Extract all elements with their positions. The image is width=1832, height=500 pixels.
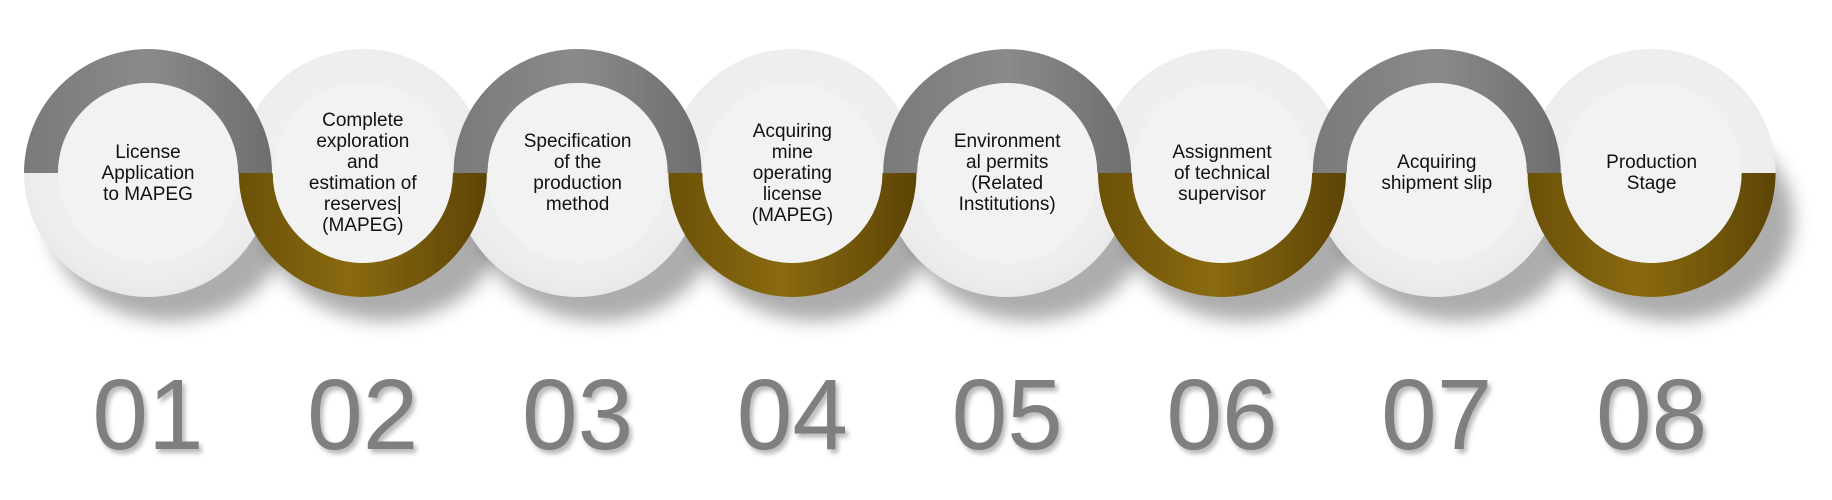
step-inner-disc [487, 83, 668, 263]
gold-half-ring [238, 173, 487, 297]
step-number: 03 [521, 359, 634, 471]
gray-half-ring [1312, 48, 1561, 173]
step-number: 08 [1595, 359, 1708, 471]
gold-half-ring [1098, 173, 1346, 297]
step-label: Acquiring mine operating license (MAPEG) [751, 120, 834, 226]
gray-half-ring [453, 48, 702, 173]
step-inner-disc [58, 83, 238, 263]
step-label: Complete exploration and estimation of r… [308, 110, 417, 236]
step-inner-disc [1346, 83, 1527, 263]
step-inner-disc [1132, 83, 1312, 263]
gold-half-ring [668, 173, 917, 297]
step-number: 07 [1381, 359, 1493, 471]
step-number: 06 [1166, 359, 1278, 471]
step-label: Assignment of technical supervisor [1172, 141, 1272, 205]
step-inner-disc [917, 83, 1098, 263]
step-inner-disc [1561, 83, 1742, 263]
gray-half-ring [883, 49, 1132, 173]
step-label: Environment al permits (Related Institut… [953, 131, 1061, 215]
step-inner-disc [272, 83, 453, 263]
step-number: 02 [307, 359, 419, 471]
step-number: 04 [736, 359, 848, 471]
step-number: 05 [951, 359, 1063, 471]
step-label: Production Stage [1606, 152, 1698, 194]
step-number: 01 [92, 359, 204, 471]
step-label: Acquiring shipment slip [1381, 152, 1493, 194]
step-inner-disc [702, 83, 883, 263]
step-label: Specification of the production method [523, 131, 632, 215]
gold-half-ring [1527, 173, 1776, 297]
step-label: License Application to MAPEG [101, 141, 195, 205]
gray-half-ring [24, 49, 272, 173]
